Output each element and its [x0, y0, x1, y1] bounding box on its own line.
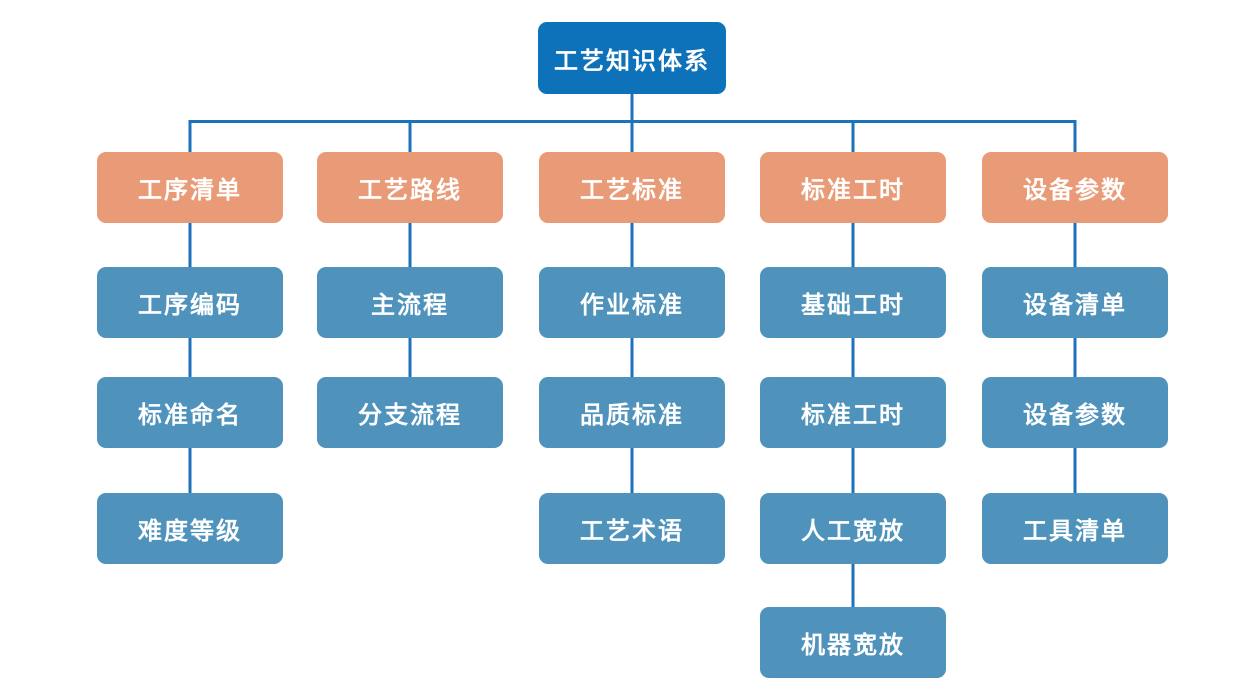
branch-node-process-standard: 工艺标准 — [539, 152, 725, 223]
child-node-quality-standard: 品质标准 — [539, 377, 725, 448]
child-node-work-standard: 作业标准 — [539, 267, 725, 338]
branch-node-equipment-parameters: 设备参数 — [982, 152, 1168, 223]
child-node-manual-allowance: 人工宽放 — [760, 493, 946, 564]
child-node-tool-list: 工具清单 — [982, 493, 1168, 564]
child-node-difficulty-level: 难度等级 — [97, 493, 283, 564]
child-node-standard-naming: 标准命名 — [97, 377, 283, 448]
child-node-equipment-parameters: 设备参数 — [982, 377, 1168, 448]
branch-node-standard-hours: 标准工时 — [760, 152, 946, 223]
child-node-branch-flow: 分支流程 — [317, 377, 503, 448]
child-node-machine-allowance: 机器宽放 — [760, 607, 946, 678]
child-node-main-flow: 主流程 — [317, 267, 503, 338]
branch-node-process-list: 工序清单 — [97, 152, 283, 223]
child-node-standard-hours: 标准工时 — [760, 377, 946, 448]
child-node-process-terminology: 工艺术语 — [539, 493, 725, 564]
child-node-basic-hours: 基础工时 — [760, 267, 946, 338]
child-node-process-code: 工序编码 — [97, 267, 283, 338]
branch-node-process-route: 工艺路线 — [317, 152, 503, 223]
child-node-equipment-list: 设备清单 — [982, 267, 1168, 338]
root-node-process-knowledge-system: 工艺知识体系 — [538, 22, 726, 94]
